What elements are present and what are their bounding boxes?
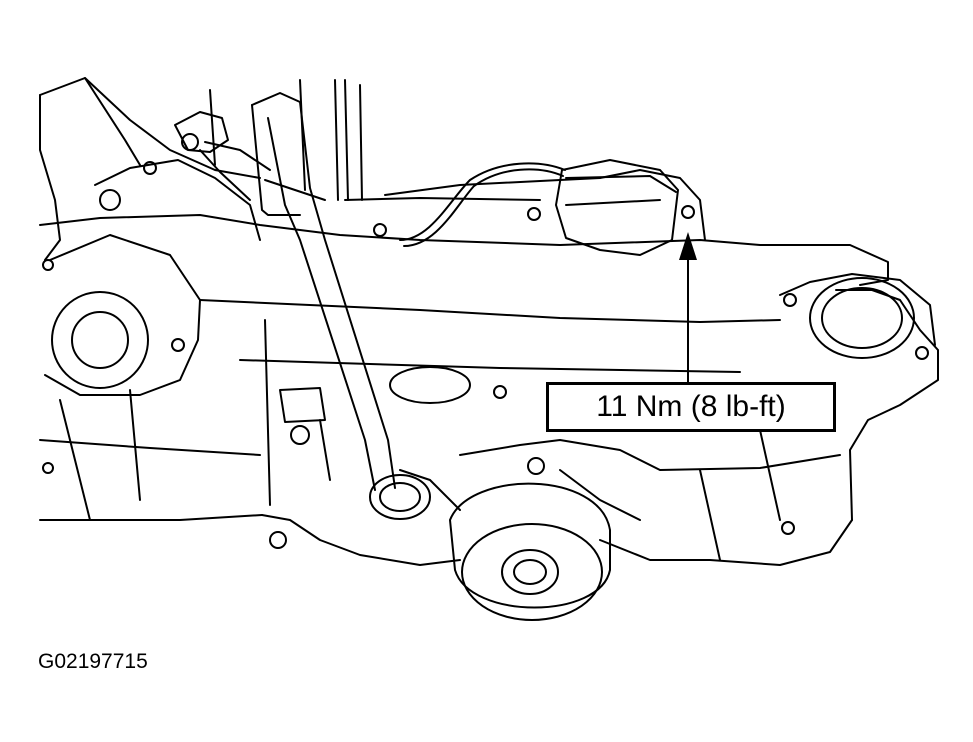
right-side-cover bbox=[779, 273, 936, 360]
torque-spec-label: 11 Nm (8 lb-ft) bbox=[596, 390, 786, 423]
figure-id: G02197715 bbox=[38, 650, 148, 673]
dipstick-tube bbox=[251, 92, 431, 520]
upper-housing-outline bbox=[39, 77, 706, 261]
arrow-up-icon bbox=[679, 232, 697, 383]
torque-spec-callout: 11 Nm (8 lb-ft) bbox=[546, 382, 836, 432]
speed-sensor bbox=[174, 111, 271, 201]
pan-bosses bbox=[279, 366, 471, 423]
drain-boss bbox=[449, 457, 611, 621]
left-side-cover bbox=[42, 234, 201, 396]
pan-bolts bbox=[42, 161, 795, 549]
electrical-connector bbox=[399, 159, 679, 256]
